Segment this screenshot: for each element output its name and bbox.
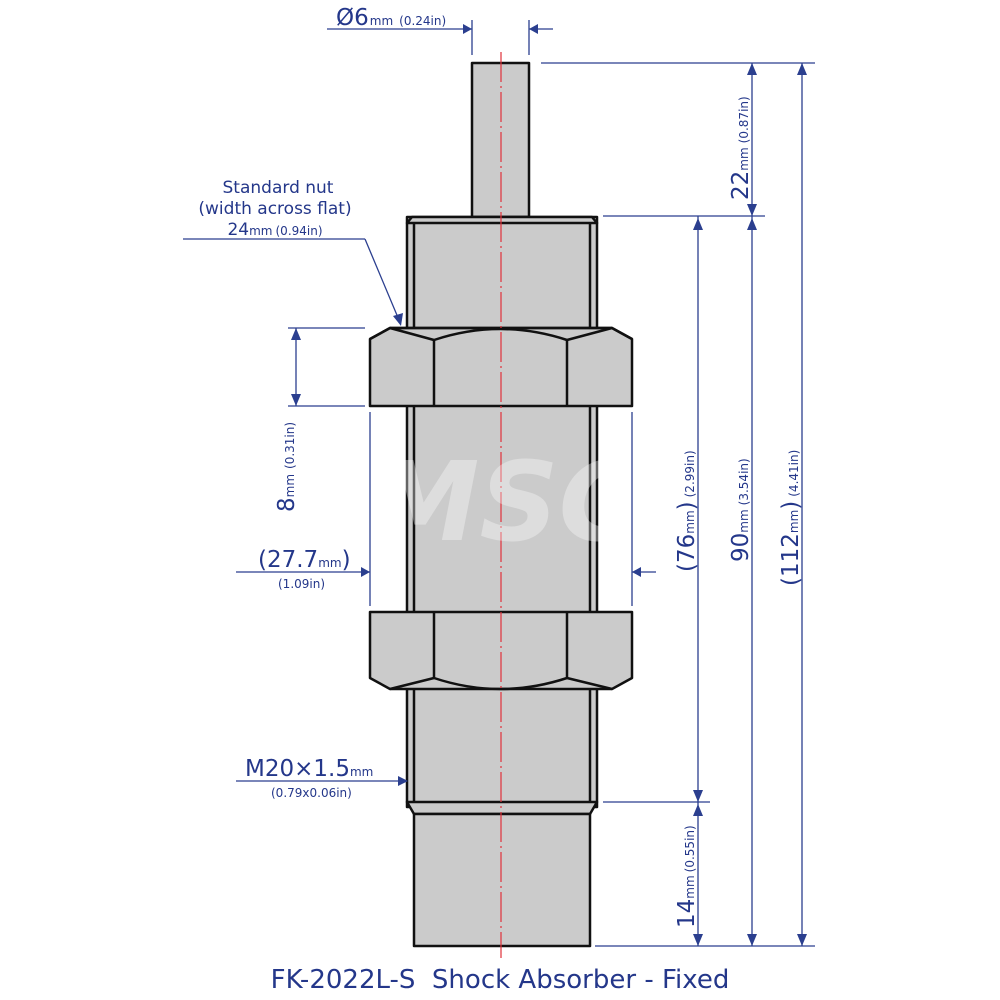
svg-text:(width across flat): (width across flat)	[198, 199, 351, 219]
svg-text:Standard nut: Standard nut	[223, 178, 334, 198]
svg-text:(27.7mm): (27.7mm)	[258, 547, 351, 573]
watermark: MSC	[370, 438, 639, 566]
nut-thickness-label: 8mm(0.31in)	[274, 422, 300, 512]
stopper-length-label: 14mm(0.55in)	[674, 825, 700, 928]
arrow-icon	[529, 24, 538, 34]
svg-text:(0.79x0.06in): (0.79x0.06in)	[271, 786, 352, 800]
svg-text:(1.09in): (1.09in)	[278, 577, 325, 591]
thread-spec-label: M20×1.5mm (0.79x0.06in)	[245, 756, 373, 800]
nut-corner-width-label: (27.7mm) (1.09in)	[258, 547, 351, 591]
drawing-title: FK-2022L-S Shock Absorber - Fixed	[271, 965, 730, 995]
dimension-lines	[183, 20, 815, 947]
rod-length-label: 22mm(0.87in)	[728, 96, 754, 200]
arrow-icon	[463, 24, 472, 34]
body-bottom-chamfer	[405, 800, 599, 816]
total-length-label: (112mm)(4.41in)	[778, 450, 804, 586]
rod-diameter-label: Ø6mm(0.24in)	[336, 5, 446, 31]
svg-text:24mm(0.94in): 24mm(0.94in)	[227, 220, 322, 240]
stopper-cylinder	[412, 812, 592, 948]
threaded-body	[405, 215, 599, 809]
standard-nut-label: Standard nut (width across flat) 24mm(0.…	[198, 178, 351, 240]
lower-hex-nut	[368, 610, 634, 691]
shock-absorber-part: MSC	[368, 52, 639, 958]
thread-length-label: (76mm)(2.99in)	[674, 450, 700, 572]
body-length-label: 90mm(3.54in)	[728, 458, 754, 562]
svg-text:M20×1.5mm: M20×1.5mm	[245, 756, 373, 782]
body-top-chamfer	[405, 215, 599, 225]
